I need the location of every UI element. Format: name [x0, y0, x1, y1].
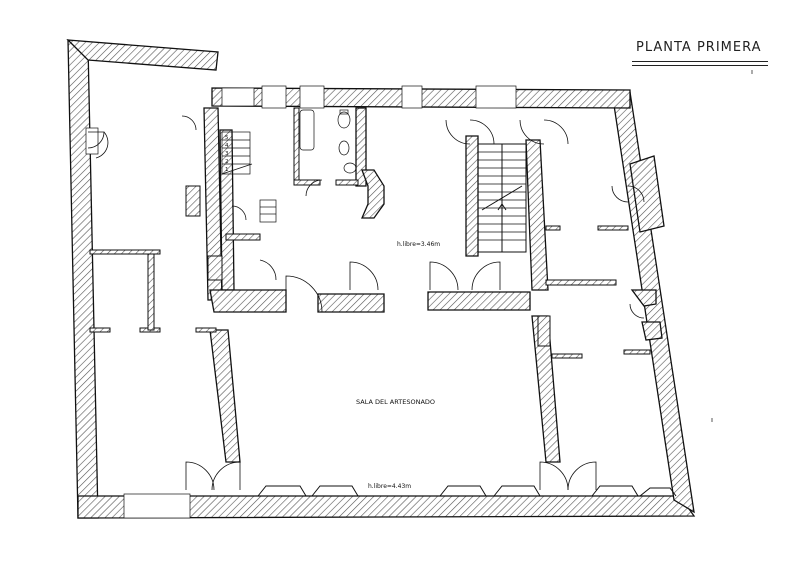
bathtub-icon — [299, 109, 315, 151]
stair-step-2: 2 — [225, 159, 229, 165]
door-bay-east — [611, 185, 629, 203]
door-corner-top — [181, 115, 197, 131]
partition-toilet-s2 — [335, 179, 359, 186]
door-hall-north-3 — [429, 261, 459, 291]
stair-step-1: 1 — [225, 167, 229, 173]
main-staircase — [477, 143, 527, 253]
north-wall-west-wing — [66, 39, 219, 71]
partition-toilet-w — [293, 107, 300, 183]
stair-step-5: 5 — [225, 135, 229, 141]
wall-stair-east — [525, 139, 549, 291]
south-recesses — [257, 485, 677, 497]
room-name-main-hall: SALA DEL ARTESONADO — [356, 398, 435, 406]
door-hall-north-2 — [349, 261, 379, 291]
column-east — [630, 289, 657, 307]
partition-toilet-s — [293, 179, 321, 186]
toilet-icon — [337, 111, 351, 129]
partition-east-2 — [545, 225, 561, 231]
main-hall-height: h.libre=4.43m — [368, 483, 411, 490]
stair-step-4: 4 — [225, 143, 229, 149]
door-hall-north-1 — [285, 275, 323, 313]
partition-west-2 — [89, 327, 111, 333]
chimney-structure — [361, 169, 385, 219]
south-wall — [77, 495, 696, 519]
sheet-title: PLANTA PRIMERA — [636, 40, 762, 55]
door-toilet — [305, 179, 323, 197]
interior-walls — [89, 107, 665, 463]
partition-east-5 — [623, 349, 651, 355]
title-underline-lower — [632, 65, 768, 66]
wall-toilet-east — [355, 107, 367, 187]
door-small-room — [231, 205, 247, 221]
title-underline — [632, 61, 768, 62]
bathroom-fixtures — [299, 109, 357, 174]
pillar-west — [207, 255, 223, 281]
bidet-icon — [338, 140, 350, 156]
stair-step-3: 3 — [225, 151, 229, 157]
service-staircase: 5 4 3 2 1 — [221, 131, 277, 223]
column-east-2 — [641, 321, 663, 341]
wall-stair-west — [465, 135, 479, 257]
stair-hall-height: h.libre=3.46m — [397, 241, 440, 248]
bay-window-east — [629, 155, 665, 233]
fireplace-west — [185, 185, 201, 217]
wall-hall-north-right — [317, 293, 385, 313]
west-wall — [67, 39, 99, 519]
partition-east-3 — [545, 279, 617, 286]
partition-east-4 — [551, 353, 583, 359]
door-stair-upper-right — [519, 119, 545, 145]
wall-hall-north — [209, 289, 287, 313]
wall-west-hall — [209, 329, 241, 463]
door-hall-north-4 — [471, 261, 501, 291]
partition-west-1 — [89, 249, 161, 255]
doors — [87, 115, 645, 491]
partition-east-1 — [597, 225, 629, 231]
sink-icon — [343, 162, 357, 174]
partition-stair-room — [225, 233, 261, 241]
door-hall-south-east — [539, 461, 569, 491]
exterior-walls — [66, 39, 696, 519]
door-stair-upper-left — [445, 119, 471, 145]
door-corridor — [259, 259, 277, 281]
door-east-room — [629, 303, 645, 319]
wall-hall-north-east — [427, 291, 531, 311]
door-hall-south-west — [185, 461, 215, 491]
windows — [85, 85, 517, 519]
partition-west-4 — [147, 253, 155, 331]
pillar-south-east — [537, 315, 551, 347]
partition-west-5 — [195, 327, 217, 333]
